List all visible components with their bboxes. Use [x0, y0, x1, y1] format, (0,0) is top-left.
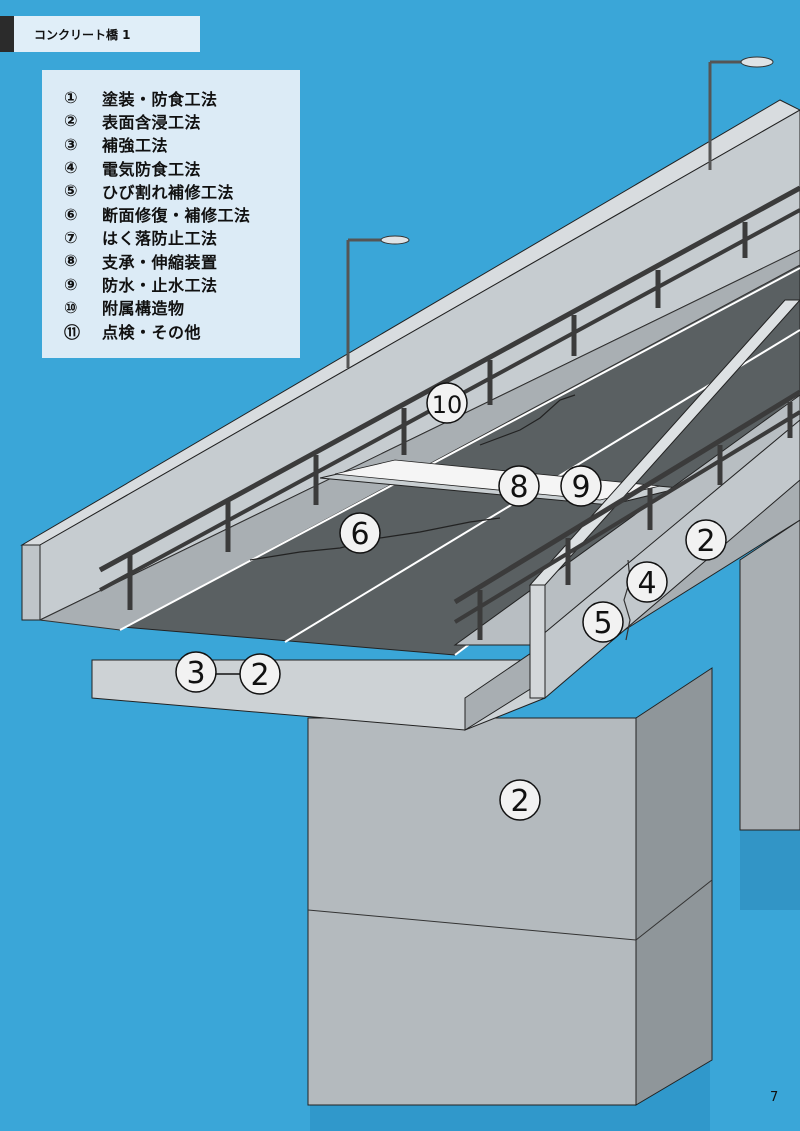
legend-label: 塗装・防食工法 [102, 89, 218, 109]
legend-label: 支承・伸縮装置 [102, 252, 218, 272]
legend-label: 表面含浸工法 [102, 112, 202, 132]
legend-number: ④ [64, 158, 79, 178]
marker-2-bottom: 2 [239, 653, 281, 695]
legend-label: 補強工法 [102, 136, 169, 156]
legend-item: ⑤ ひび割れ補修工法 [64, 179, 300, 202]
water-reflection [740, 830, 800, 910]
left-railing [98, 185, 800, 573]
lane-line [119, 267, 800, 631]
legend-item: ⑨ 防水・止水工法 [64, 272, 300, 296]
legend-number: ⑦ [64, 227, 79, 247]
svg-text:6: 6 [350, 517, 369, 552]
svg-text:2: 2 [510, 784, 529, 819]
page-number: 7 [770, 1090, 779, 1105]
header-accent-bar [0, 16, 14, 52]
marker-3: 3 [175, 651, 217, 693]
svg-text:10: 10 [432, 391, 463, 419]
legend-label: 防水・止水工法 [102, 276, 218, 296]
pier-joint [307, 909, 637, 941]
section-header: コンクリート橋 1 [0, 16, 200, 52]
marker-4: 4 [626, 561, 668, 603]
legend-label: 附属構造物 [102, 299, 185, 319]
svg-text:8: 8 [509, 470, 528, 505]
pier-side [635, 667, 713, 1106]
legend-label: はく落防止工法 [102, 229, 218, 249]
legend-number: ① [64, 88, 79, 108]
legend-item: ⑥ 断面修復・補修工法 [64, 202, 300, 226]
legend-number: ⑩ [64, 297, 79, 317]
marker-5: 5 [582, 601, 624, 643]
marker-9: 9 [560, 465, 602, 507]
road-crack [479, 394, 576, 446]
legend-label: 電気防食工法 [102, 159, 202, 179]
far-pier [739, 519, 800, 831]
marker-2-girder: 2 [685, 519, 727, 561]
right-railing [453, 389, 800, 605]
legend-panel: ① 塗装・防食工法 ② 表面含浸工法 ③ 補強工法 ④ 電気防食工法 ⑤ ひび割れ補修工法… [42, 70, 300, 358]
legend-label: ひび割れ補修工法 [102, 182, 235, 202]
legend-item: ⑦ はく落防止工法 [64, 226, 300, 249]
legend-number: ⑧ [64, 251, 79, 271]
legend-item: ① 塗装・防食工法 [64, 86, 300, 109]
svg-text:3: 3 [186, 656, 205, 691]
section-title: コンクリート橋 1 [34, 27, 131, 42]
legend-number: ⑨ [64, 274, 79, 294]
svg-text:4: 4 [637, 566, 656, 601]
legend-number: ⑥ [64, 204, 79, 224]
svg-text:2: 2 [250, 658, 269, 693]
lamp-post [708, 56, 774, 170]
svg-text:5: 5 [593, 606, 612, 641]
legend-item: ⑧ 支承・伸縮装置 [64, 249, 300, 272]
svg-text:2: 2 [696, 524, 715, 559]
legend-number: ⑪ [64, 322, 81, 342]
pier-joint [635, 879, 713, 941]
legend-item: ⑪ 点検・その他 [64, 319, 300, 342]
left-parapet-front [21, 544, 41, 621]
lamp-post [346, 235, 410, 368]
left-railing-posts [127, 222, 748, 610]
legend-label: 点検・その他 [102, 322, 202, 342]
legend-item: ② 表面含浸工法 [64, 109, 300, 132]
marker-2-pier: 2 [499, 779, 541, 821]
right-railing [453, 410, 800, 624]
svg-text:9: 9 [571, 470, 590, 505]
pier-front [307, 717, 637, 1106]
marker-10: 10 [426, 382, 468, 424]
marker-6: 6 [339, 512, 381, 554]
legend-number: ② [64, 111, 79, 131]
legend-item: ③ 補強工法 [64, 133, 300, 156]
marker-8: 8 [498, 465, 540, 507]
right-railing-posts [477, 402, 793, 640]
legend-number: ⑤ [64, 181, 79, 201]
legend-label: 断面修復・補修工法 [102, 206, 251, 226]
legend-number: ③ [64, 134, 79, 154]
legend-item: ④ 電気防食工法 [64, 156, 300, 179]
right-parapet-front [529, 584, 546, 699]
legend-item: ⑩ 附属構造物 [64, 296, 300, 319]
